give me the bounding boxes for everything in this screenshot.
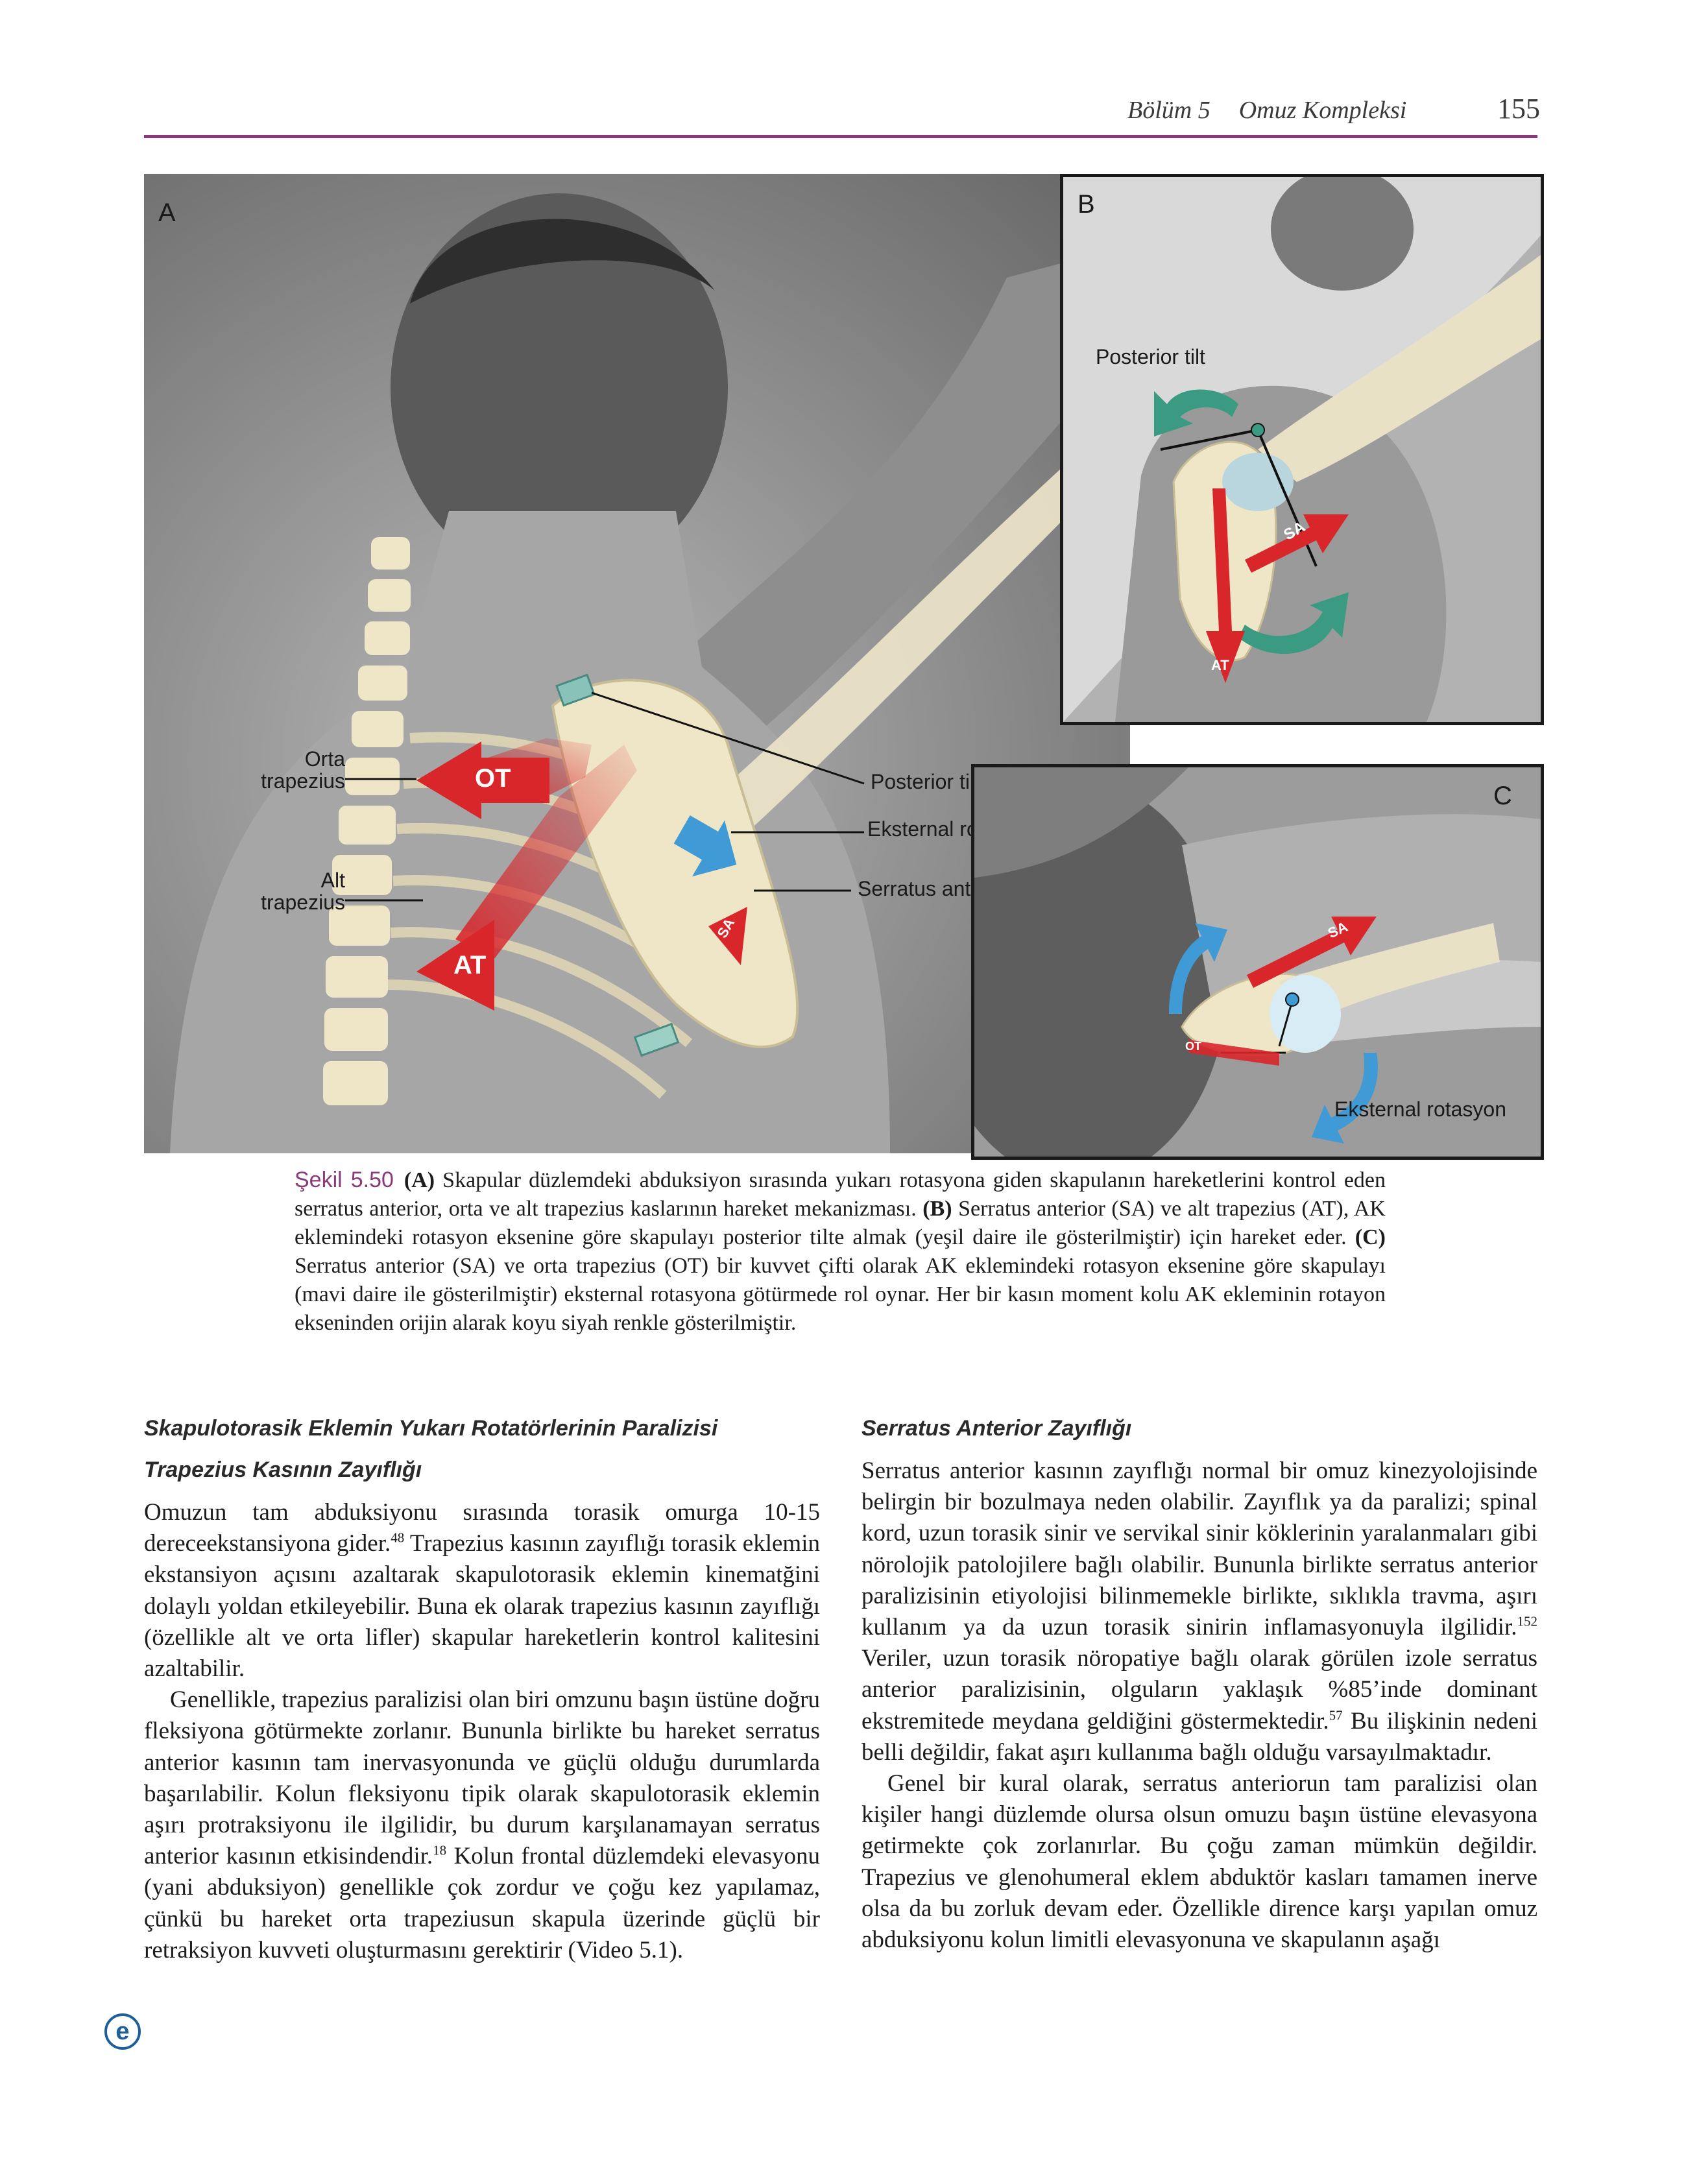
caption-part-c-text: Serratus anterior (SA) ve orta trapezius…	[295, 1254, 1386, 1335]
paragraph: Genellikle, trapezius paralizisi olan bi…	[144, 1685, 820, 1966]
citation-ref: 57	[1329, 1707, 1343, 1723]
section-heading: Skapulotorasik Eklemin Yukarı Rotatörler…	[144, 1416, 718, 1441]
figure-panel-b: B Posterior tilt SA AT	[1060, 174, 1544, 725]
external-rotation-arrow	[673, 815, 737, 877]
sa-arrow-c	[1247, 917, 1377, 988]
right-column: Serratus Anterior Zayıflığı Serratus ant…	[861, 1414, 1537, 1956]
tag-at: AT	[453, 951, 487, 979]
paragraph: Genel bir kural olarak, serratus anterio…	[861, 1770, 1537, 1954]
paragraph-text: Kolun frontal düzlemdeki elevasyonu (yan…	[144, 1843, 820, 1963]
panel-a-letter: A	[158, 198, 176, 227]
ot-arrow	[416, 741, 481, 819]
tag-ot-c: OT	[1185, 1040, 1201, 1053]
sa-arrow-b	[1245, 514, 1349, 573]
caption-part-a-text: Skapular düzlemdeki abduksiyon sırasında…	[295, 1168, 1386, 1221]
label-orta-trapezius: Orta trapezius	[261, 747, 345, 793]
citation-ref: 18	[433, 1842, 447, 1858]
paragraph-text: Genellikle, trapezius paralizisi olan bi…	[144, 1686, 820, 1870]
panel-c-illustration	[974, 767, 1541, 1157]
paragraph: Omuzun tam abduksiyonu sırasında torasik…	[144, 1497, 820, 1685]
panel-c-letter: C	[1493, 782, 1512, 810]
tag-at-b: AT	[1211, 657, 1229, 673]
rotation-arrow-top	[1169, 923, 1227, 1014]
paragraph-text: Bu ilişkinin nedeni belli değildir, faka…	[861, 1707, 1537, 1766]
header-rule	[144, 135, 1537, 138]
panel-b-letter: B	[1078, 190, 1095, 219]
page-number: 155	[1497, 93, 1540, 125]
caption-part-b-text: Serratus anterior (SA) ve alt trapezius …	[295, 1197, 1386, 1249]
label-posterior-tilt-b: Posterior tilt	[1096, 345, 1205, 368]
caption-part-a-label: (A)	[403, 1168, 435, 1192]
paragraph-text: Omuzun tam abduksiyonu sırasında torasik…	[144, 1499, 820, 1557]
citation-ref: 152	[1517, 1613, 1538, 1629]
paragraph-text: Trapezius kasının zayıflığı torasik ekle…	[144, 1530, 820, 1683]
tag-ot: OT	[475, 764, 511, 793]
chapter-title: Omuz Kompleksi	[1238, 97, 1407, 124]
sa-arrow	[708, 907, 747, 965]
video-link-icon[interactable]: e	[104, 2013, 141, 2050]
rotation-arrow-bottom	[1312, 1053, 1378, 1144]
video-link-icon-letter: e	[115, 2018, 129, 2045]
figure-caption: Şekil 5.50 (A) Skapular düzlemdeki abduks…	[295, 1166, 1386, 1338]
paragraph-text: Serratus anterior kasının zayıflığı norm…	[861, 1458, 1537, 1641]
running-head: Bölüm 5 Omuz Kompleksi	[1127, 96, 1406, 125]
panel-a-illustration	[144, 174, 1130, 1153]
paragraph: Serratus anterior kasının zayıflığı norm…	[861, 1456, 1537, 1768]
figure-panel-c: C Eksternal rotasyon SA OT	[971, 764, 1544, 1160]
posterior-tilt-arrow	[1154, 389, 1238, 437]
label-eksternal-rotasyon-c: Eksternal rotasyon	[1334, 1098, 1507, 1121]
label-posterior-tilt: Posterior tilt	[871, 770, 980, 793]
label-alt-trapezius: Alt trapezius	[261, 869, 345, 914]
spine-vertebrae	[323, 537, 411, 1105]
left-column: Skapulotorasik Eklemin Yukarı Rotatörler…	[144, 1414, 820, 1966]
subsection-heading-trapezius: Trapezius Kasının Zayıflığı	[144, 1458, 422, 1482]
figure-panel-a: A Orta trapezius Alt trapezius Posterior…	[144, 174, 1130, 1153]
citation-ref: 48	[391, 1530, 405, 1546]
caption-part-c-label: (C)	[1355, 1225, 1386, 1249]
chapter-label: Bölüm 5	[1127, 97, 1210, 124]
figure: A Orta trapezius Alt trapezius Posterior…	[144, 174, 1544, 1160]
at-arrow-b	[1206, 488, 1245, 683]
paragraph-text: Veriler, uzun torasik nöropatiye bağlı o…	[861, 1645, 1537, 1734]
subsection-heading-serratus: Serratus Anterior Zayıflığı	[861, 1416, 1132, 1441]
at-arrow	[416, 920, 494, 1011]
figure-number: Şekil 5.50	[295, 1168, 394, 1192]
caption-part-b-label: (B)	[922, 1197, 952, 1221]
panel-b-illustration	[1063, 177, 1541, 722]
